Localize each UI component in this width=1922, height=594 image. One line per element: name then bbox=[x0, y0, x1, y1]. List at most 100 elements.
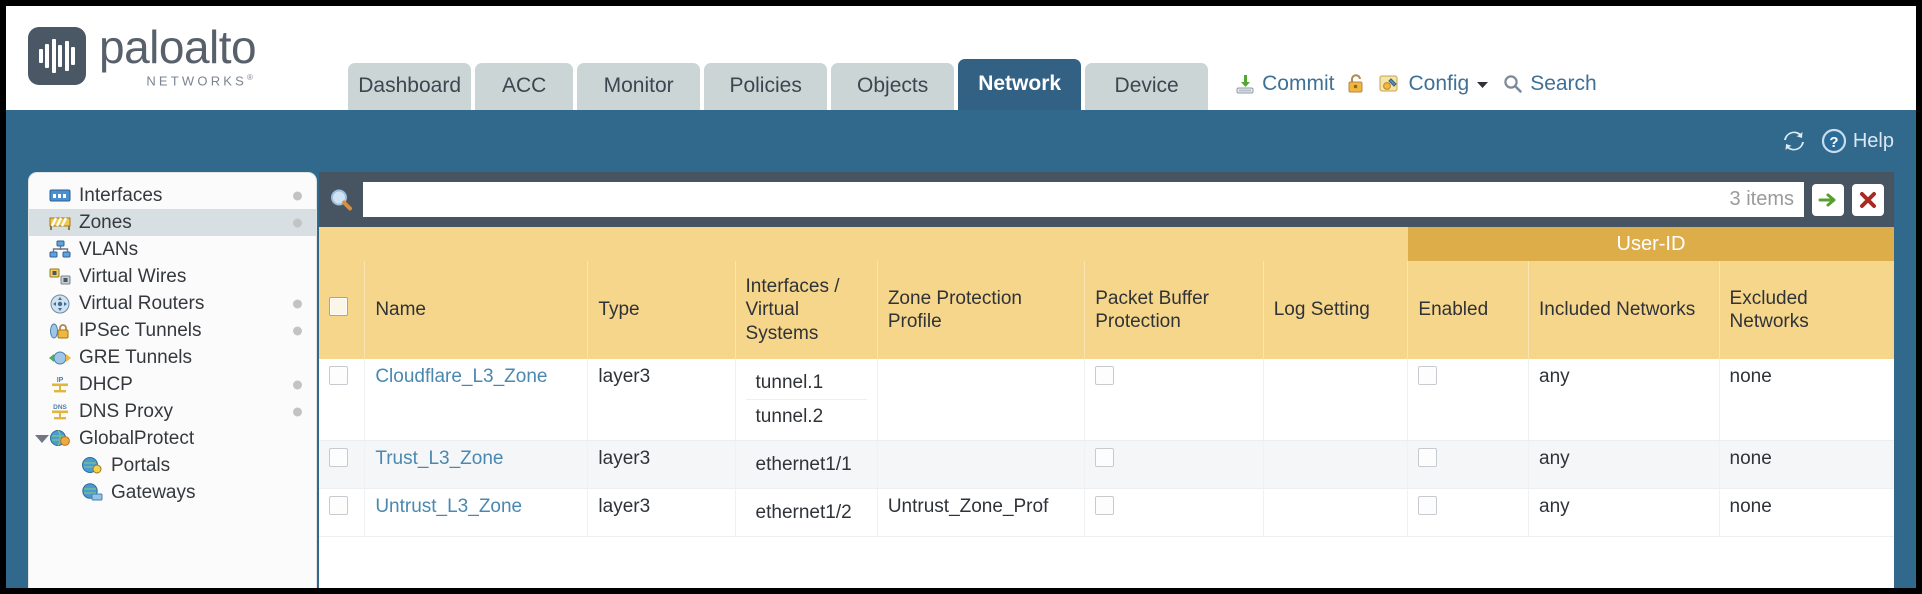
cell-log-setting bbox=[1262, 488, 1408, 537]
row-select-cell bbox=[319, 488, 365, 537]
cell-log-setting bbox=[1262, 440, 1408, 489]
packet-buffer-protection-checkbox[interactable] bbox=[1095, 366, 1115, 385]
column-header-packet-buffer-protection[interactable]: Packet Buffer Protection bbox=[1084, 261, 1264, 359]
tab-dashboard[interactable]: Dashboard bbox=[348, 63, 472, 110]
tab-device[interactable]: Device bbox=[1085, 63, 1209, 110]
column-header-log-setting[interactable]: Log Setting bbox=[1262, 261, 1408, 359]
column-header-included-networks[interactable]: Included Networks bbox=[1528, 261, 1720, 359]
cell-userid-enabled bbox=[1407, 488, 1529, 537]
row-select-cell bbox=[319, 440, 365, 489]
group-header-spacer bbox=[319, 227, 1408, 261]
row-checkbox[interactable] bbox=[329, 496, 348, 515]
cell-packet-buffer-protection bbox=[1084, 359, 1264, 441]
cell-log-setting bbox=[1262, 359, 1408, 441]
sidebar-item-zones[interactable]: Zones bbox=[29, 209, 316, 236]
apply-filter-button[interactable] bbox=[1812, 183, 1844, 216]
zones-table-body: Cloudflare_L3_Zone layer3 tunnel.1 tunne… bbox=[319, 359, 1894, 537]
sidebar-nav: Interfaces Zones VLANs Vir bbox=[28, 172, 317, 588]
help-button[interactable]: ? Help bbox=[1821, 128, 1894, 154]
tab-acc[interactable]: ACC bbox=[475, 63, 574, 110]
clear-filter-button[interactable] bbox=[1852, 183, 1884, 216]
sidebar-item-label: Virtual Wires bbox=[79, 265, 187, 287]
cell-zone-protection-profile: Untrust_Zone_Prof bbox=[876, 488, 1085, 537]
table-group-header-row: User-ID bbox=[319, 227, 1894, 261]
interface-list: ethernet1/2 bbox=[746, 496, 867, 529]
column-header-zone-protection-profile[interactable]: Zone Protection Profile bbox=[876, 261, 1085, 359]
expand-caret-icon[interactable] bbox=[35, 434, 49, 443]
table-row[interactable]: Trust_L3_Zone layer3 ethernet1/1 bbox=[319, 440, 1894, 489]
lock-button[interactable] bbox=[1346, 73, 1366, 95]
tab-monitor[interactable]: Monitor bbox=[577, 63, 701, 110]
row-checkbox[interactable] bbox=[329, 366, 348, 385]
sidebar-item-dns-proxy[interactable]: DNS DNS Proxy bbox=[29, 398, 316, 425]
sidebar-item-virtual-routers[interactable]: Virtual Routers bbox=[29, 290, 316, 317]
status-dot bbox=[293, 191, 302, 200]
tab-network[interactable]: Network bbox=[958, 59, 1082, 110]
column-header-type[interactable]: Type bbox=[587, 261, 736, 359]
packet-buffer-protection-checkbox[interactable] bbox=[1095, 496, 1115, 515]
row-checkbox[interactable] bbox=[329, 448, 348, 467]
commit-button[interactable]: Commit bbox=[1234, 72, 1334, 96]
sidebar-item-label: VLANs bbox=[79, 238, 139, 260]
status-dot bbox=[293, 218, 302, 227]
sidebar-item-dhcp[interactable]: IP DHCP bbox=[29, 371, 316, 398]
config-menu[interactable]: Config bbox=[1378, 72, 1490, 96]
sidebar-item-label: GlobalProtect bbox=[79, 427, 195, 449]
refresh-icon bbox=[1783, 131, 1804, 151]
column-header-enabled[interactable]: Enabled bbox=[1407, 261, 1529, 359]
sidebar-item-gateways[interactable]: Gateways bbox=[29, 479, 316, 506]
select-all-header bbox=[319, 261, 365, 359]
cell-userid-enabled bbox=[1407, 440, 1529, 489]
cell-included-networks: any bbox=[1528, 359, 1720, 441]
cell-userid-enabled bbox=[1407, 359, 1529, 441]
zone-link[interactable]: Untrust_L3_Zone bbox=[375, 496, 523, 517]
sidebar-item-label: IPSec Tunnels bbox=[79, 319, 202, 341]
header-actions: Commit Config bbox=[1234, 72, 1597, 96]
config-label: Config bbox=[1408, 72, 1470, 95]
table-row[interactable]: Untrust_L3_Zone layer3 ethernet1/2 Untru… bbox=[319, 488, 1894, 537]
tab-objects[interactable]: Objects bbox=[831, 63, 955, 110]
status-dot bbox=[293, 380, 302, 389]
search-button[interactable]: Search bbox=[1502, 72, 1597, 96]
select-all-checkbox[interactable] bbox=[329, 297, 348, 317]
cell-interfaces: ethernet1/2 bbox=[734, 488, 878, 537]
cell-zone-protection-profile bbox=[876, 440, 1085, 489]
interface-item: ethernet1/1 bbox=[755, 454, 852, 475]
filter-input[interactable]: 3 items bbox=[363, 182, 1804, 217]
userid-enabled-checkbox[interactable] bbox=[1418, 448, 1438, 467]
tab-policies[interactable]: Policies bbox=[704, 63, 828, 110]
interface-item: tunnel.1 bbox=[755, 372, 824, 393]
interfaces-icon bbox=[49, 186, 71, 205]
table-row[interactable]: Cloudflare_L3_Zone layer3 tunnel.1 tunne… bbox=[319, 359, 1894, 441]
apply-arrow-icon bbox=[1818, 193, 1836, 206]
search-icon bbox=[331, 189, 352, 210]
zone-link[interactable]: Trust_L3_Zone bbox=[375, 448, 504, 469]
sidebar-item-vlans[interactable]: VLANs bbox=[29, 236, 316, 263]
sidebar-item-label: DHCP bbox=[79, 373, 133, 395]
packet-buffer-protection-checkbox[interactable] bbox=[1095, 448, 1115, 467]
gre-tunnels-icon bbox=[49, 348, 71, 367]
sidebar-item-label: Interfaces bbox=[79, 184, 163, 206]
sidebar-item-label: Gateways bbox=[111, 481, 196, 503]
sidebar-item-virtual-wires[interactable]: Virtual Wires bbox=[29, 263, 316, 290]
svg-text:DNS: DNS bbox=[53, 404, 67, 411]
cell-packet-buffer-protection bbox=[1084, 440, 1264, 489]
status-dot bbox=[293, 299, 302, 308]
commit-download-icon bbox=[1236, 75, 1254, 94]
paloalto-logo-icon bbox=[28, 27, 86, 86]
sidebar-item-ipsec-tunnels[interactable]: IPSec Tunnels bbox=[29, 317, 316, 344]
search-icon bbox=[1504, 75, 1522, 93]
zones-table-container: User-ID Name Type Interfaces / Virtual S… bbox=[319, 227, 1894, 588]
sidebar-item-gre-tunnels[interactable]: GRE Tunnels bbox=[29, 344, 316, 371]
sidebar-item-portals[interactable]: Portals bbox=[29, 452, 316, 479]
zone-link[interactable]: Cloudflare_L3_Zone bbox=[375, 366, 548, 387]
userid-enabled-checkbox[interactable] bbox=[1418, 366, 1438, 385]
cell-included-networks: any bbox=[1528, 440, 1720, 489]
column-header-excluded-networks[interactable]: Excluded Networks bbox=[1718, 261, 1894, 359]
column-header-interfaces[interactable]: Interfaces / Virtual Systems bbox=[734, 261, 878, 359]
column-header-name[interactable]: Name bbox=[364, 261, 588, 359]
sidebar-item-globalprotect[interactable]: GlobalProtect bbox=[29, 425, 316, 452]
userid-enabled-checkbox[interactable] bbox=[1418, 496, 1438, 515]
refresh-button[interactable] bbox=[1781, 129, 1807, 153]
sidebar-item-interfaces[interactable]: Interfaces bbox=[29, 182, 316, 209]
